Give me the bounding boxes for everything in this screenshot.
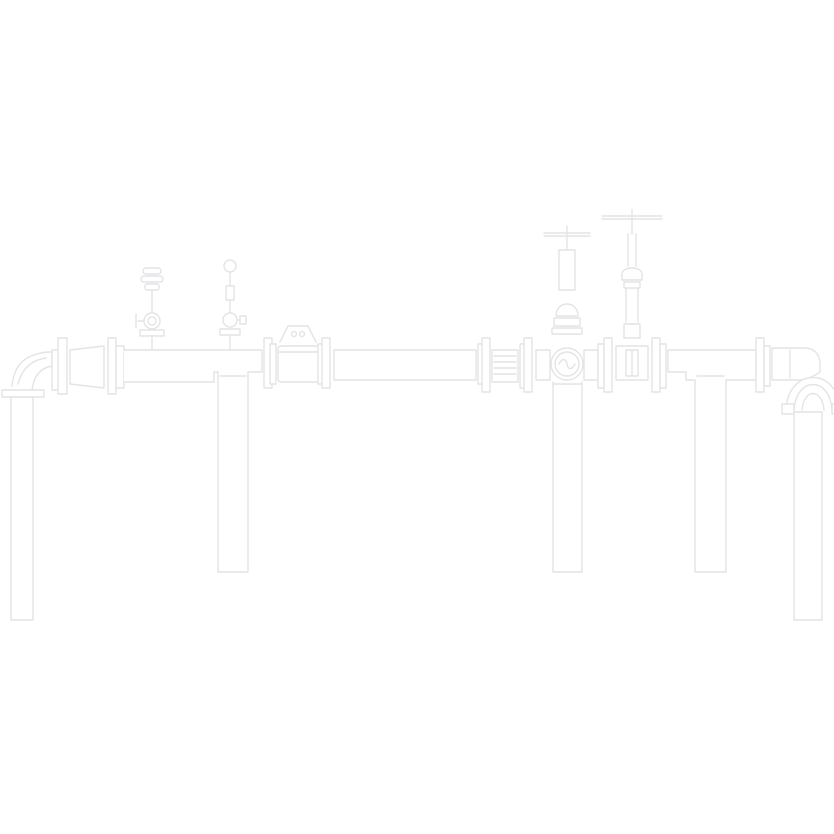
u-bend-icon <box>781 377 834 621</box>
reducer-icon <box>69 337 125 395</box>
flange-icon <box>317 337 331 389</box>
gate-valve-icon <box>535 225 599 573</box>
flange-icon <box>597 337 613 393</box>
expansion-joint-icon <box>481 337 533 393</box>
flange-icon <box>263 337 277 389</box>
flange-icon <box>51 337 68 395</box>
elbow-icon <box>771 347 821 381</box>
thermometer-icon <box>219 259 247 351</box>
flange-icon <box>755 337 771 393</box>
pipe-segment-1 <box>123 349 263 573</box>
flange-icon <box>651 337 667 393</box>
pipe-segment-2 <box>333 343 485 385</box>
pressure-gauge-icon <box>135 267 165 351</box>
flow-meter-icon <box>277 325 321 383</box>
pipeline-artwork <box>1 209 834 621</box>
butterfly-valve-icon <box>601 209 663 381</box>
elbow-icon <box>1 351 53 621</box>
